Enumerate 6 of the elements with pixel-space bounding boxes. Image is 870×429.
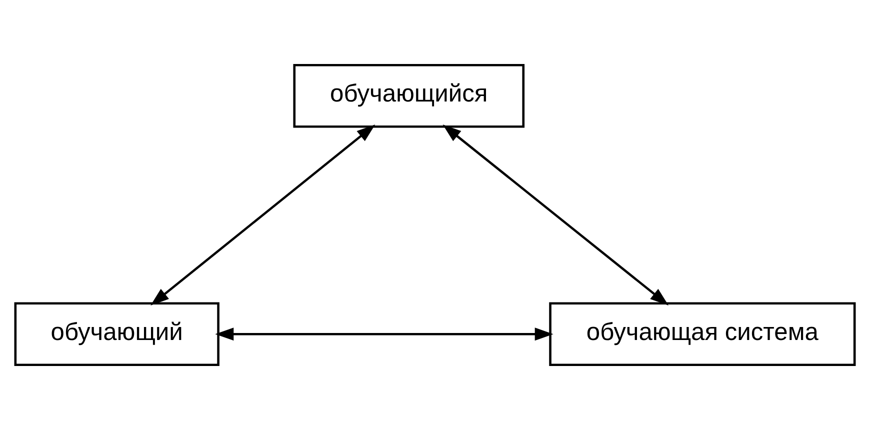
arrow bbox=[150, 124, 376, 305]
node-box: обучающая система bbox=[549, 302, 856, 366]
arrow bbox=[442, 124, 669, 305]
arrow bbox=[215, 327, 554, 340]
node-box: обучающийся bbox=[293, 64, 525, 128]
node-box: обучающий bbox=[14, 302, 220, 366]
